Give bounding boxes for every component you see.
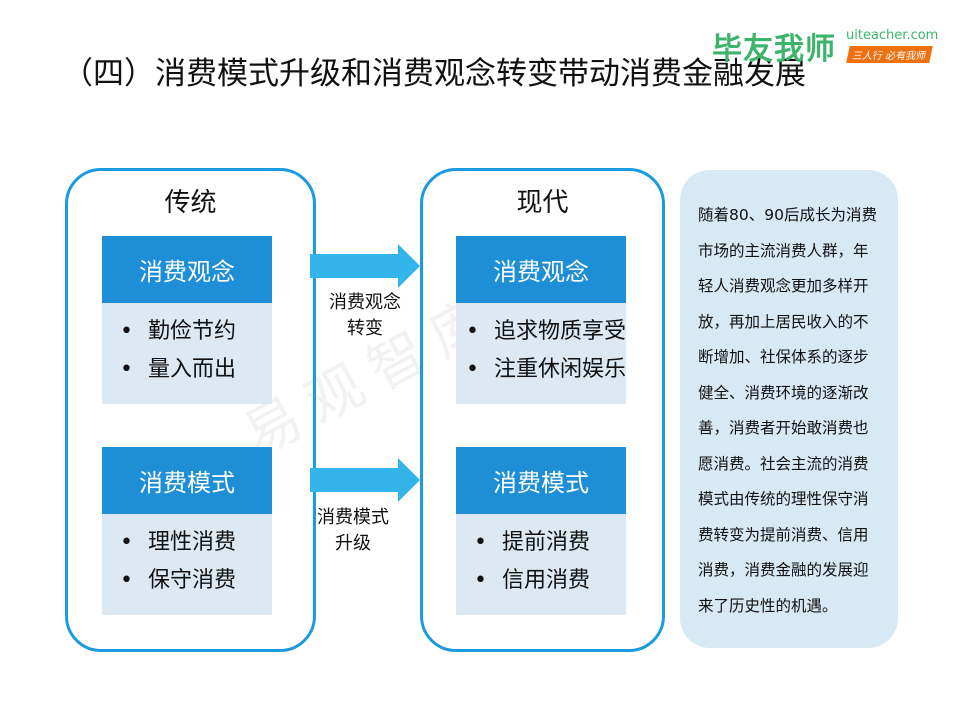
description-line: 市场的主流消费人群，年	[698, 241, 869, 260]
description-box: 随着80、90后成长为消费 市场的主流消费人群，年 轻人消费观念更加多样开 放，…	[680, 170, 898, 648]
list-item: 追求物质享受	[466, 313, 626, 351]
list-item: 提前消费	[474, 524, 626, 562]
description-line: 费转变为提前消费、信用	[698, 525, 869, 544]
list-item: 勤俭节约	[120, 313, 272, 351]
description-line: 轻人消费观念更加多样开	[698, 277, 869, 295]
modern-panel	[420, 168, 665, 652]
traditional-panel	[65, 168, 316, 652]
arrow-right-icon	[310, 458, 420, 502]
traditional-heading: 传统	[164, 188, 217, 218]
traditional-concept-label: 消费观念	[102, 236, 272, 303]
modern-mode-list: 提前消费 信用消费	[456, 514, 626, 615]
arrow-label-line: 升级	[335, 533, 371, 554]
modern-mode-label: 消费模式	[456, 447, 626, 514]
logo: 毕友我师	[712, 32, 836, 67]
traditional-mode-list: 理性消费 保守消费	[102, 514, 272, 615]
arrow-right-icon	[310, 244, 420, 288]
traditional-concept-list: 勤俭节约 量入而出	[102, 303, 272, 404]
arrow-label-line: 消费模式	[317, 507, 389, 528]
modern-heading: 现代	[516, 188, 569, 218]
description-line: 放，再加上居民收入的不	[698, 312, 869, 331]
description-line: 愿消费。社会主流的消费	[698, 454, 869, 473]
logo-url: uiteacher.com	[846, 28, 939, 43]
description-line: 健全、消费环境的逐渐改	[698, 383, 869, 402]
arrow-label-mode: 消费模式 升级	[293, 505, 413, 557]
list-item: 信用消费	[474, 562, 626, 600]
modern-concept-label: 消费观念	[456, 236, 626, 303]
description-line: 来了历史性的机遇。	[698, 596, 838, 615]
description-line: 断增加、社保体系的逐步	[698, 348, 869, 366]
list-item: 量入而出	[120, 351, 272, 389]
list-item: 注重休闲娱乐	[466, 351, 626, 389]
list-item: 保守消费	[120, 562, 272, 600]
description-line: 善，消费者开始敢消费也	[698, 419, 869, 437]
list-item: 理性消费	[120, 524, 272, 562]
description-line: 消费，消费金融的发展迎	[698, 561, 869, 579]
page-title: （四）消费模式升级和消费观念转变带动消费金融发展	[62, 56, 806, 92]
arrow-label-concept: 消费观念 转变	[305, 290, 425, 342]
logo-slogan: 三人行 必有我师	[846, 46, 933, 63]
modern-concept-list: 追求物质享受 注重休闲娱乐	[456, 303, 626, 404]
description-line: 随着80、90后成长为消费	[698, 206, 877, 224]
description-line: 模式由传统的理性保守消	[698, 490, 869, 508]
arrow-label-line: 转变	[347, 318, 383, 339]
traditional-mode-label: 消费模式	[102, 447, 272, 514]
arrow-label-line: 消费观念	[329, 292, 401, 313]
